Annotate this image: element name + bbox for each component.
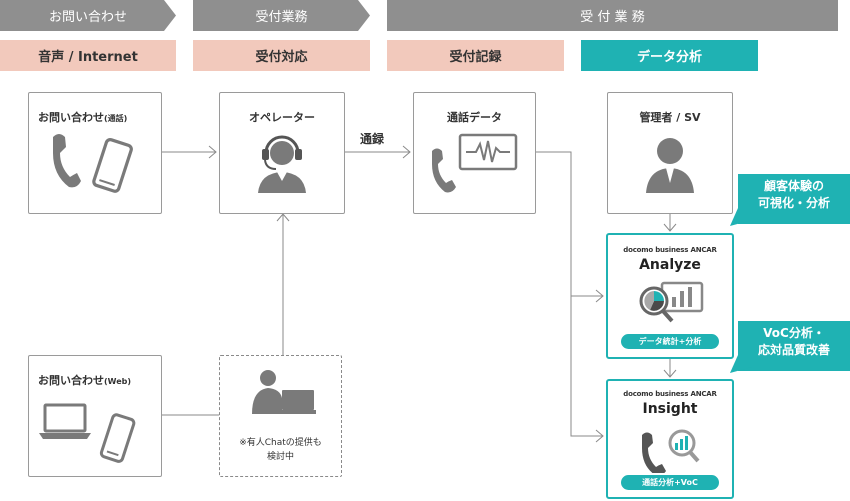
edge-calldata-to-analyze-arrowhead [595, 289, 604, 303]
callout-voc-analysis: VoC分析・ 応対品質改善 [738, 321, 850, 371]
phone-handset-icon [432, 148, 456, 193]
manager-person-icon [646, 138, 694, 193]
stage-inquiry: お問い合わせ [0, 0, 176, 31]
node-operator-title: オペレーター [249, 111, 315, 124]
smartphone-icon [92, 138, 133, 193]
callout-voc-pointer [730, 355, 752, 373]
substage-handling: 受付対応 [193, 40, 370, 71]
node-inquiry-web-title: お問い合わせ(Web) [38, 374, 132, 387]
edge-calldata-to-insight-arrowhead [595, 429, 604, 443]
operator-headset-icon [258, 135, 306, 193]
edge-manager-to-analyze-arrowhead [663, 223, 677, 232]
analyze-feature-pill: データ統計+分析 [621, 334, 719, 349]
edge-operator-to-calldata-arrowhead [402, 145, 411, 159]
callout-cx-pointer [730, 208, 752, 226]
insight-feature-pill: 通話分析+VoC [621, 475, 719, 490]
node-call-data: 通話データ [413, 92, 536, 214]
edge-call-to-operator-arrowhead [208, 145, 217, 159]
smartphone-icon [99, 413, 136, 463]
phone-search-icon [642, 429, 700, 473]
substage-analysis: データ分析 [581, 40, 758, 71]
edge-label-call-recording: 通録 [360, 132, 385, 146]
node-operator: オペレーター [219, 92, 345, 214]
phone-handset-icon [53, 134, 81, 188]
stage-business: 受 付 業 務 [387, 0, 838, 31]
chat-note: ※有人Chatの提供も 検討中 [239, 438, 322, 462]
chat-operator-laptop-icon [252, 370, 316, 414]
edge-calldata-to-insight [536, 151, 603, 437]
callout-cx-visualization: 顧客体験の 可視化・分析 [738, 174, 850, 224]
node-chat: ※有人Chatの提供も 検討中 [219, 355, 342, 477]
insight-brand: docomo business ANCAR [623, 390, 717, 398]
laptop-icon [39, 403, 91, 439]
node-inquiry-web: お問い合わせ(Web) [28, 355, 162, 477]
edge-analyze-to-insight-arrowhead [663, 369, 677, 378]
node-inquiry-call-title: お問い合わせ(通話) [38, 111, 128, 124]
node-call-data-title: 通話データ [447, 111, 502, 124]
insight-product-name: Insight [642, 401, 698, 417]
waveform-monitor-icon [458, 133, 518, 171]
node-manager: 管理者 / SV [607, 92, 733, 214]
analytics-magnifier-icon [639, 281, 704, 323]
edge-chat-to-operator-arrowhead [276, 213, 290, 222]
node-inquiry-call: お問い合わせ(通話) [28, 92, 162, 214]
node-ancar-analyze: docomo business ANCAR Analyze データ統計+分析 [606, 233, 734, 359]
substage-record: 受付記録 [387, 40, 564, 71]
analyze-product-name: Analyze [639, 257, 701, 273]
substage-channel: 音声 / Internet [0, 40, 176, 71]
node-manager-title: 管理者 / SV [639, 111, 701, 124]
node-ancar-insight: docomo business ANCAR Insight 通話分析+VoC [606, 379, 734, 499]
stage-reception: 受付業務 [193, 0, 370, 31]
analyze-brand: docomo business ANCAR [623, 246, 717, 254]
